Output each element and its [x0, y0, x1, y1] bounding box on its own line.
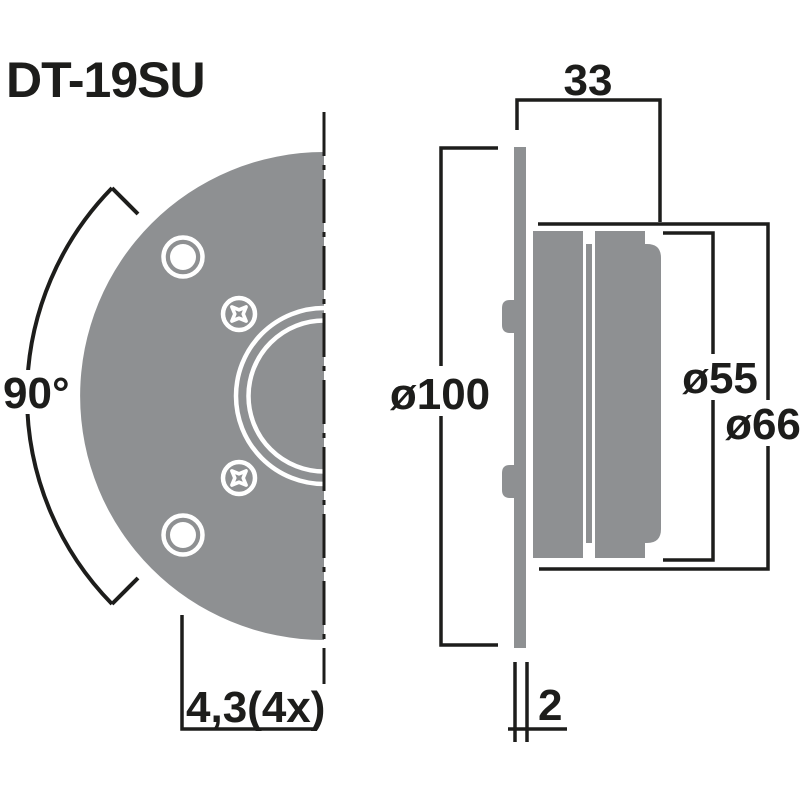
- dome-rings: [233, 305, 324, 487]
- front-baffle-half-shape: [80, 152, 324, 640]
- magnet-rear-plate: [645, 244, 661, 543]
- rear-plate-diameter-label-backdrop: [676, 354, 762, 400]
- magnet-diameter-dimension-lines: [538, 222, 770, 571]
- angle-label-backdrop: [0, 370, 66, 414]
- front-view: 90° 4,3(4x): [0, 112, 326, 732]
- magnet-diameter-label: ø66: [725, 400, 800, 449]
- magnet-body: [595, 231, 645, 558]
- faceplate-diameter-label-backdrop: [386, 366, 494, 416]
- mounting-hole-dimension-lines: [180, 615, 317, 731]
- magnet-front-plate: [533, 231, 583, 558]
- dispersion-arc-end-top: [110, 186, 140, 216]
- thickness-dimension-label: 2: [538, 681, 562, 730]
- dispersion-angle-label: 90°: [3, 369, 70, 418]
- dome-outer-ring: [233, 305, 324, 487]
- faceplate-side-profile: [514, 147, 526, 648]
- product-title: DT-19SU: [6, 52, 205, 108]
- faceplate-bump-bottom: [502, 465, 514, 498]
- faceplate-bump-top: [502, 300, 514, 333]
- mounting-hole-dimension-label: 4,3(4x): [186, 683, 325, 732]
- faceplate-diameter-label: ø100: [390, 370, 490, 419]
- rear-plate-diameter-label: ø55: [682, 354, 758, 403]
- magnet-diameter-label-backdrop: [724, 400, 800, 446]
- side-view: 33 ø100 ø55 ø66 2: [386, 56, 800, 742]
- dispersion-arc-end-bottom: [110, 576, 140, 606]
- depth-dimension-label: 33: [564, 56, 613, 105]
- depth-dimension-lines: [515, 98, 662, 222]
- magnet-gap-strip: [586, 244, 592, 543]
- dome-inner-ring: [246, 318, 324, 474]
